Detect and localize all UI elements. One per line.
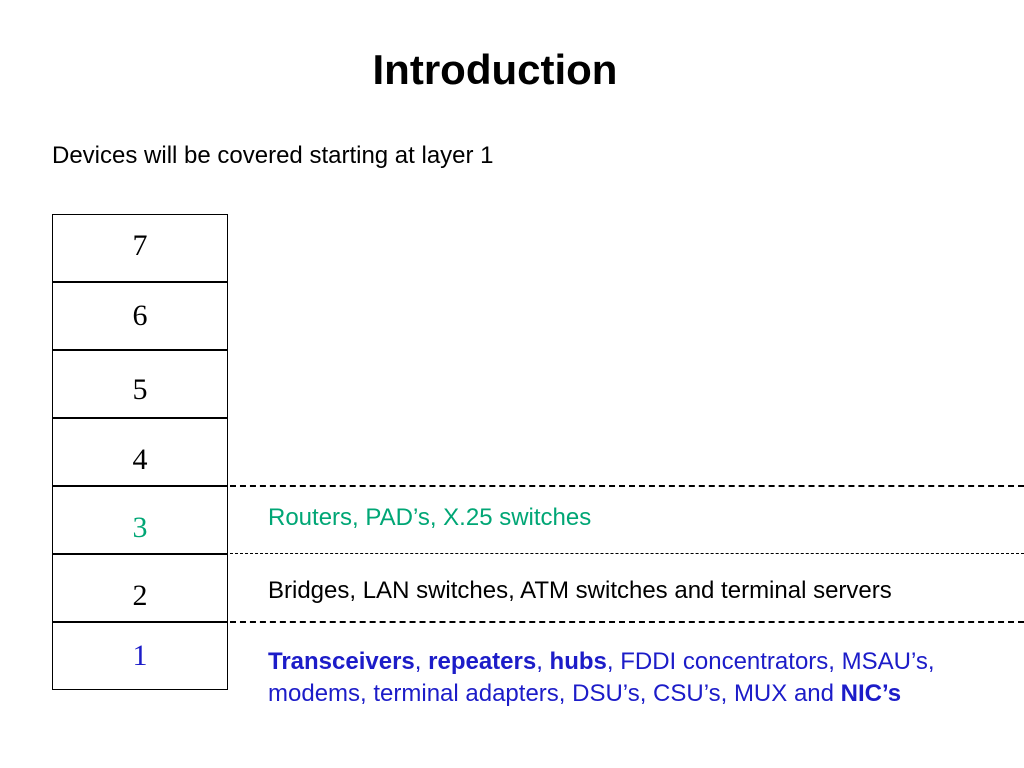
repeaters-term: repeaters: [428, 648, 537, 675]
transceivers-term: Transceivers: [268, 648, 415, 675]
layer-6-box: 6: [52, 282, 228, 350]
layer-1-box: 1: [52, 622, 228, 690]
nics-term: NIC’s: [840, 680, 902, 707]
other-devices-text: , FDDI concentrators, MSAU’s, modems, te…: [268, 648, 935, 707]
layer-5-box: 5: [52, 350, 228, 418]
layer-3-devices: Routers, PAD’s, X.25 switches: [268, 504, 592, 531]
divider-layer-3-2: [230, 553, 1024, 554]
layer-3-label: 3: [132, 511, 148, 544]
layer-7-box: 7: [52, 214, 228, 282]
separator-1: ,: [414, 648, 429, 675]
separator-2: ,: [536, 648, 550, 675]
layer-1-devices: Transceivers, repeaters, hubs, FDDI conc…: [268, 646, 1013, 710]
slide-subtitle: Devices will be covered starting at laye…: [52, 142, 494, 169]
divider-layer-4-3: [230, 485, 1024, 487]
layer-2-devices: Bridges, LAN switches, ATM switches and …: [268, 577, 892, 604]
layer-2-label: 2: [132, 579, 148, 612]
layer-7-label: 7: [132, 229, 148, 262]
divider-layer-2-1: [230, 621, 1024, 623]
layer-4-label: 4: [132, 443, 148, 476]
slide-title: Introduction: [372, 46, 618, 93]
hubs-term: hubs: [549, 648, 607, 675]
layer-4-box: 4: [52, 418, 228, 486]
layer-6-label: 6: [132, 299, 148, 332]
layer-5-label: 5: [132, 373, 148, 406]
layer-3-box: 3: [52, 486, 228, 554]
layer-2-box: 2: [52, 554, 228, 622]
layer-1-label: 1: [132, 639, 148, 672]
